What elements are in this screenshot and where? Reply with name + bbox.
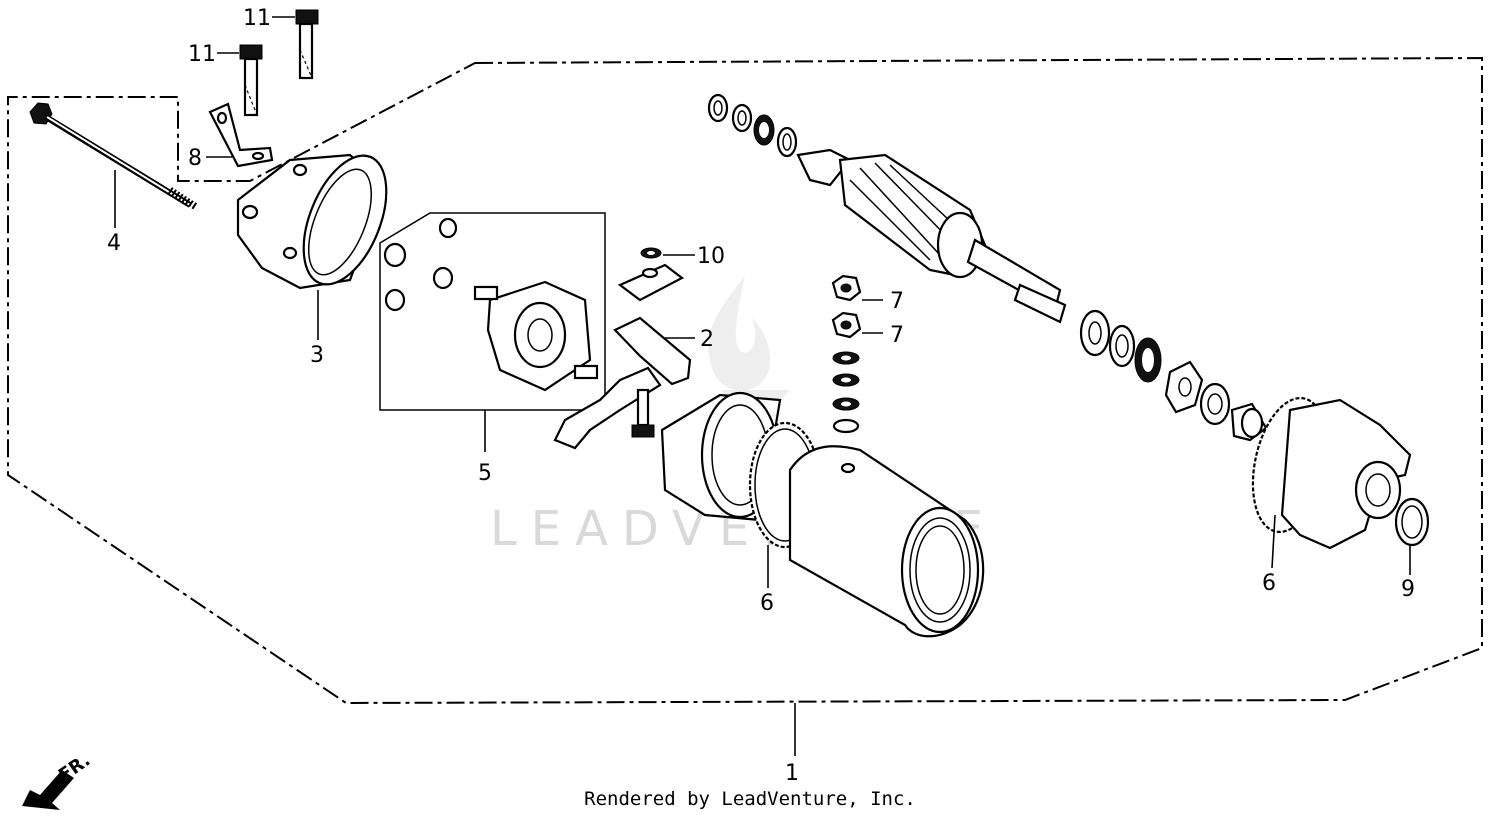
bolt-11-a xyxy=(272,9,319,80)
snap-ring-9 xyxy=(1394,497,1430,575)
brush-holder-5 xyxy=(383,217,599,392)
callout-11-second: 11 xyxy=(188,42,216,67)
callout-11-top: 11 xyxy=(243,6,271,31)
armature-washers xyxy=(707,93,798,158)
callout-10: 10 xyxy=(697,244,725,269)
callout-7-lower: 7 xyxy=(890,323,904,348)
bolt-11-b xyxy=(217,44,263,117)
long-bolt-4 xyxy=(29,102,198,228)
yoke-cylinder xyxy=(788,445,985,638)
callout-6-left: 6 xyxy=(760,591,774,616)
callout-9: 9 xyxy=(1401,577,1415,602)
callout-8: 8 xyxy=(188,146,202,171)
nuts-7 xyxy=(831,274,883,434)
callout-7-upper: 7 xyxy=(890,289,904,314)
brush-group-box xyxy=(379,212,606,411)
callout-4: 4 xyxy=(107,231,121,256)
callout-2: 2 xyxy=(700,327,714,352)
shaft-washers xyxy=(1079,309,1268,442)
callout-5: 5 xyxy=(478,461,492,486)
armature xyxy=(796,148,1067,324)
rear-cover-3 xyxy=(236,153,388,340)
callout-3: 3 xyxy=(310,343,324,368)
callout-1: 1 xyxy=(785,761,799,786)
washer-10 xyxy=(617,247,695,302)
callout-6-right: 6 xyxy=(1262,571,1276,596)
footer-credit: Rendered by LeadVenture, Inc. xyxy=(584,788,916,810)
bracket-8 xyxy=(206,102,274,168)
assembly-boundary xyxy=(7,56,1483,705)
terminal-set-2 xyxy=(553,316,695,450)
front-cover xyxy=(1251,396,1412,569)
